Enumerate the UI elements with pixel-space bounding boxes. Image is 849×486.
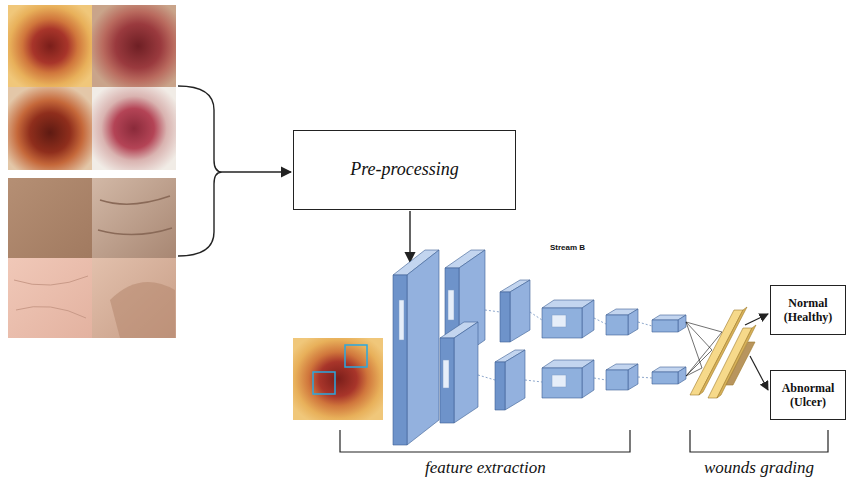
box-text: Abnormal (Ulcer) <box>776 381 840 410</box>
flow-arrow <box>222 171 291 172</box>
layer-links <box>478 310 652 382</box>
output-arrow <box>750 356 768 390</box>
process-box: Pre-processing <box>293 130 516 210</box>
input-image <box>293 338 383 420</box>
output-arrow <box>745 314 768 325</box>
group-bracket <box>178 86 222 256</box>
box-text: Normal (Healthy) <box>776 296 840 325</box>
ulcer-photos <box>8 5 176 170</box>
section-caption: wounds grading <box>704 458 814 478</box>
fc-layers <box>690 307 756 398</box>
kernel-marks <box>399 290 566 388</box>
output-class-box: Abnormal (Ulcer) <box>770 370 846 420</box>
skin-photos <box>8 178 176 338</box>
output-class-box: Normal (Healthy) <box>770 285 846 335</box>
section-caption: feature extraction <box>425 458 546 478</box>
stream-label: Stream B <box>550 243 585 252</box>
section-bracket <box>340 430 630 452</box>
flow-arrow <box>409 211 410 262</box>
cnn-layers <box>393 250 686 445</box>
section-bracket <box>690 430 828 452</box>
box-text: Pre-processing <box>350 159 459 181</box>
